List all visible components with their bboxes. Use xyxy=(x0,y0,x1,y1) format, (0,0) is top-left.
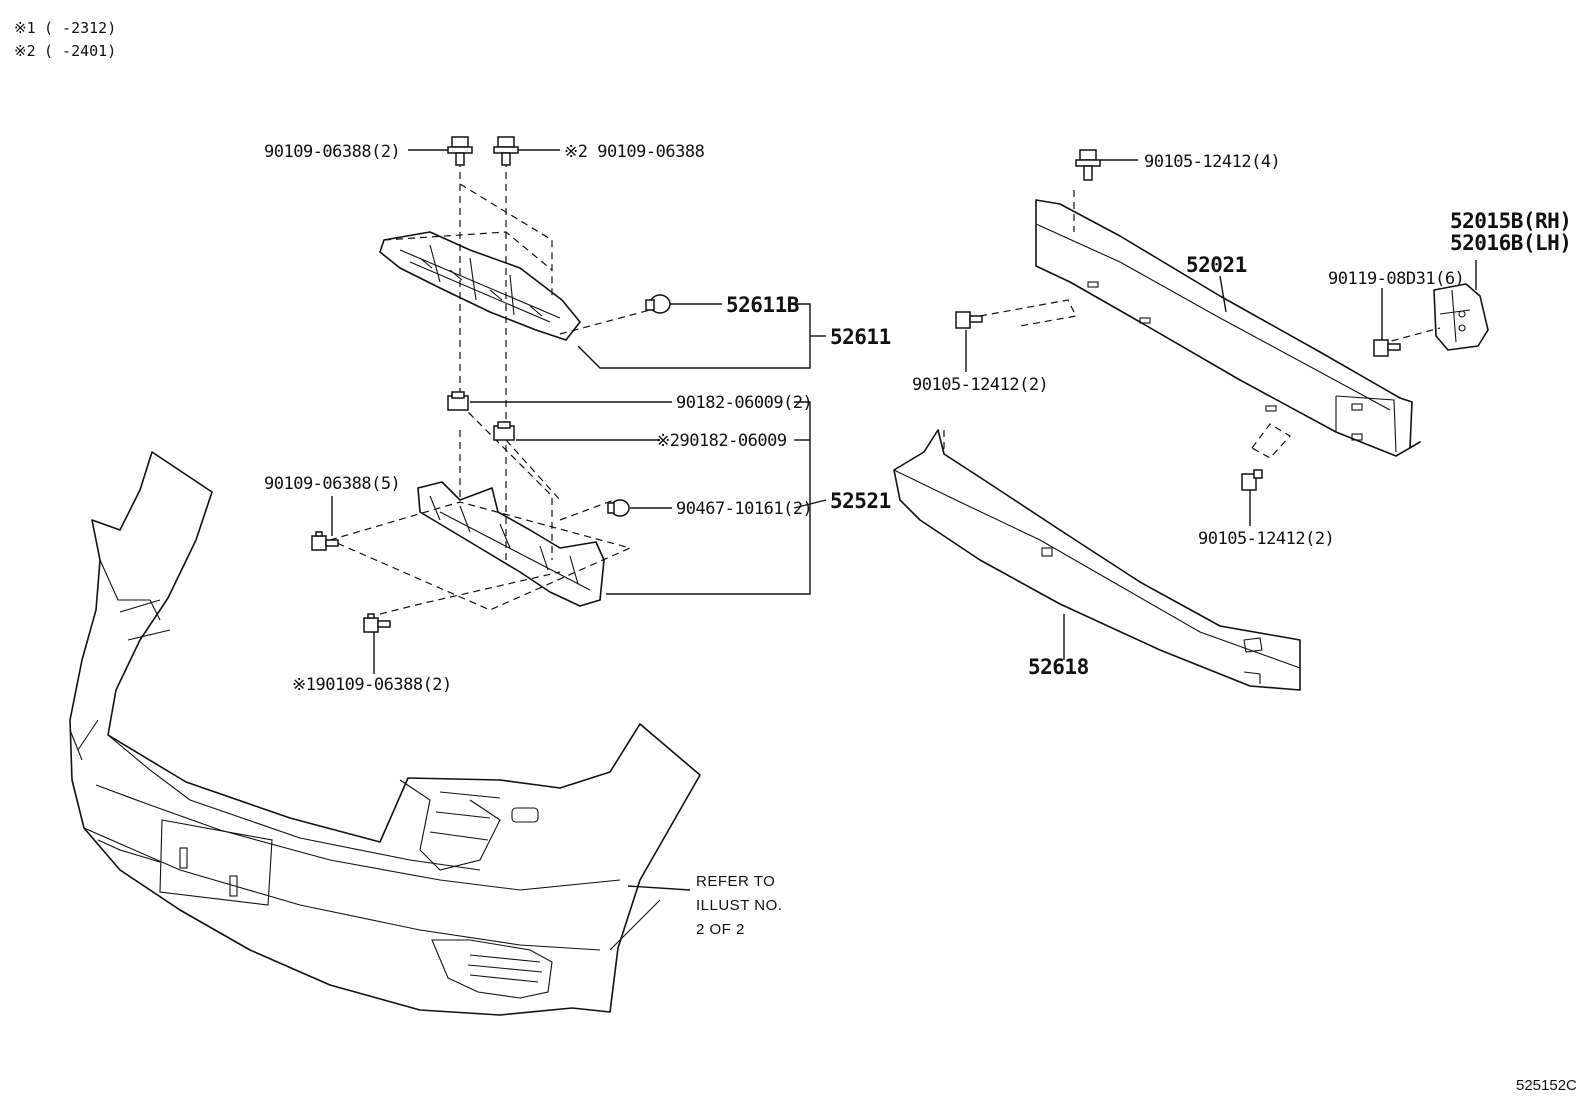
clip-icon xyxy=(607,499,630,517)
label-clip-90467: 90467-10161(2) xyxy=(676,499,812,519)
bolt-icon xyxy=(1373,339,1401,357)
retainer-52611-illustration xyxy=(379,231,581,341)
label-bolt-top-left: 90109-06388(2) xyxy=(264,142,400,162)
retainer-52521-illustration xyxy=(417,481,605,607)
reinforcement-52021-illustration xyxy=(1035,199,1421,457)
header-notes: ※1 ( -2312) ※2 ( -2401) xyxy=(14,19,116,60)
bolt-icon xyxy=(311,531,339,551)
bracket-illustration xyxy=(1433,283,1489,351)
diagram-code: 525152C xyxy=(1516,1077,1577,1094)
bumper-cover-illustration xyxy=(69,451,701,1016)
note-2-mark: ※2 xyxy=(14,42,36,60)
label-bolt-bracket: 90119-08D31(6) xyxy=(1328,269,1464,289)
label-bolt-reinf-left: 90105-12412(2) xyxy=(912,375,1048,395)
label-52521: 52521 xyxy=(830,489,891,513)
bolt-icon xyxy=(1075,149,1101,181)
label-nut-a: 90182-06009(2) xyxy=(676,393,812,413)
refer-note: REFER TO ILLUST NO. 2 OF 2 xyxy=(696,873,782,938)
assembly-lines xyxy=(328,160,1441,615)
bolt-icon xyxy=(1241,469,1263,491)
refer-line-3: 2 OF 2 xyxy=(696,921,745,938)
label-52611: 52611 xyxy=(830,325,891,349)
note-2-text: ( -2401) xyxy=(44,42,116,60)
label-bolt-reinf-bottom: 90105-12412(2) xyxy=(1198,529,1334,549)
label-bracket-rh: 52015B(RH) xyxy=(1450,209,1571,233)
label-52618: 52618 xyxy=(1028,655,1089,679)
bolt-icon xyxy=(363,613,391,633)
note-1-text: ( -2312) xyxy=(44,19,116,37)
label-bolt-bottom: ※190109-06388(2) xyxy=(292,675,452,695)
bolt-icon xyxy=(447,136,473,166)
bolt-icon xyxy=(493,136,519,166)
label-52021: 52021 xyxy=(1186,253,1247,277)
label-bolt-reinf-top: 90105-12412(4) xyxy=(1144,152,1280,172)
nut-icon xyxy=(447,391,469,411)
fasteners xyxy=(311,136,1401,633)
label-bolt-lower-left: 90109-06388(5) xyxy=(264,474,400,494)
part-labels: 90109-06388(2) ※2 90109-06388 52611B 526… xyxy=(264,142,1572,695)
label-bracket-lh: 52016B(LH) xyxy=(1450,231,1571,255)
leader-lines xyxy=(331,149,1477,891)
label-bolt-top-right: ※2 90109-06388 xyxy=(564,142,705,162)
note-1-mark: ※1 xyxy=(14,19,36,37)
nut-icon xyxy=(493,421,515,441)
label-52611b: 52611B xyxy=(726,293,799,317)
clip-icon xyxy=(645,294,671,314)
absorber-52618-illustration xyxy=(893,429,1301,691)
label-nut-b: ※290182-06009 xyxy=(656,431,787,451)
refer-line-2: ILLUST NO. xyxy=(696,897,782,914)
refer-line-1: REFER TO xyxy=(696,873,775,890)
bolt-icon xyxy=(955,311,983,329)
